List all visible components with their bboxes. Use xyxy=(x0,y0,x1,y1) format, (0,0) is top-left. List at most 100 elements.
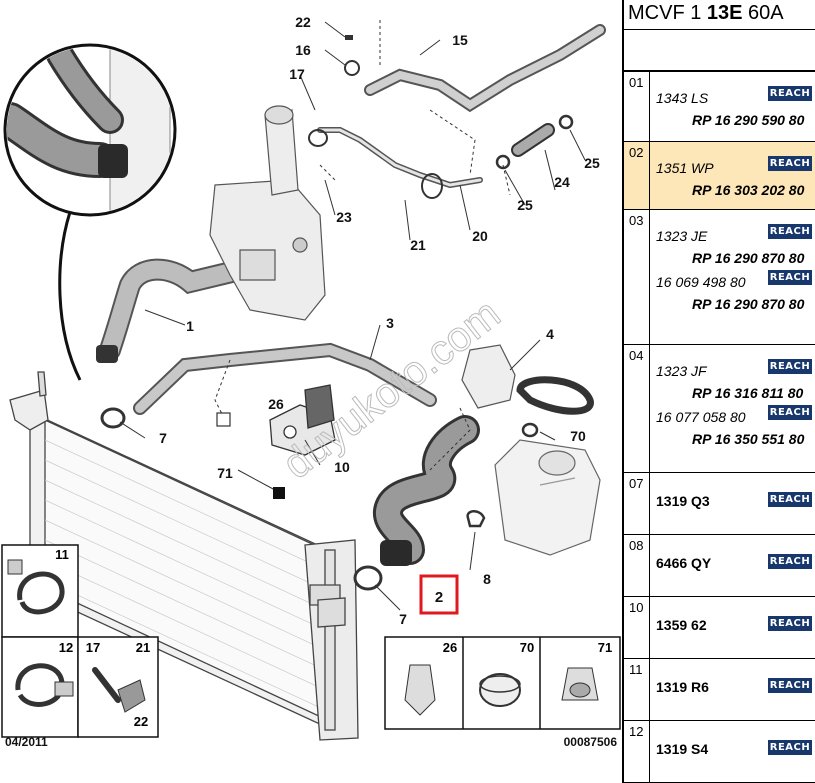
part-entry: 1319 Q3 xyxy=(656,493,815,509)
svg-text:71: 71 xyxy=(598,640,612,655)
housing-4 xyxy=(461,344,594,415)
reach-badge[interactable]: REACH xyxy=(768,224,812,239)
callout-3[interactable]: 3 xyxy=(386,315,394,331)
part-code: 1359 62 xyxy=(656,617,707,633)
part-code: 16 077 058 80 xyxy=(656,409,746,425)
reach-badge[interactable]: REACH xyxy=(768,554,812,569)
drawing-number: 00087506 xyxy=(564,735,618,749)
clip-7 xyxy=(100,407,383,591)
part-row-number: 08 xyxy=(624,535,650,596)
part-entry: 16 077 058 80 xyxy=(656,409,815,425)
part-reference[interactable]: RP 16 290 870 80 xyxy=(692,250,805,266)
callout-71[interactable]: 71 xyxy=(217,465,233,481)
hose-2 xyxy=(373,415,480,566)
hose-3 xyxy=(133,342,437,415)
hose-1 xyxy=(96,258,251,363)
part-row-number: 07 xyxy=(624,473,650,534)
part-row-07[interactable]: 07 1319 Q3 REACH xyxy=(624,473,815,535)
svg-text:26: 26 xyxy=(443,640,457,655)
part-row-04[interactable]: 04 1323 JF REACH RP 16 316 811 80 16 077 058… xyxy=(624,345,815,473)
callout-24[interactable]: 24 xyxy=(554,174,570,190)
part-row-02[interactable]: 02 1351 WP REACH RP 16 303 202 80 xyxy=(624,142,815,210)
callout-1[interactable]: 1 xyxy=(186,318,194,334)
part-reference[interactable]: RP 16 350 551 80 xyxy=(692,431,805,447)
engine-block xyxy=(209,105,326,321)
part-row-11[interactable]: 11 1319 R6 REACH xyxy=(624,659,815,721)
callout-22[interactable]: 22 xyxy=(295,14,311,30)
part-row-12[interactable]: 12 1319 S4 REACH xyxy=(624,721,815,783)
part-row-number: 03 xyxy=(624,210,650,344)
callout-7b[interactable]: 7 xyxy=(399,611,407,627)
callout-25b[interactable]: 25 xyxy=(517,197,533,213)
reach-badge[interactable]: REACH xyxy=(768,405,812,420)
clip-70 xyxy=(521,422,539,438)
svg-text:11: 11 xyxy=(55,547,69,562)
reach-badge[interactable]: REACH xyxy=(768,678,812,693)
fastener-71-marker xyxy=(273,487,285,499)
svg-text:21: 21 xyxy=(136,640,150,655)
parts-diagram: 2 22 16 15 17 1 3 4 7 7 8 10 20 21 23 24… xyxy=(1,14,621,749)
callout-20[interactable]: 20 xyxy=(472,228,488,244)
highlight-box[interactable] xyxy=(419,574,459,615)
callout-10[interactable]: 10 xyxy=(334,459,350,475)
part-reference[interactable]: RP 16 290 870 80 xyxy=(692,296,805,312)
callout-23[interactable]: 23 xyxy=(336,209,352,225)
part-code: 1319 S4 xyxy=(656,741,709,757)
part-reference[interactable]: RP 16 290 590 80 xyxy=(692,112,805,128)
pipe-20-inner xyxy=(318,128,482,187)
part-code: 1351 WP xyxy=(656,160,714,176)
callout-8[interactable]: 8 xyxy=(483,571,491,587)
callout-21[interactable]: 21 xyxy=(410,237,426,253)
callout-7a[interactable]: 7 xyxy=(159,430,167,446)
reach-badge[interactable]: REACH xyxy=(768,359,812,374)
expansion-tank xyxy=(494,439,601,556)
callout-26[interactable]: 26 xyxy=(268,396,284,412)
callout-16[interactable]: 16 xyxy=(295,42,311,58)
part-row-10[interactable]: 10 1359 62 REACH xyxy=(624,597,815,659)
callout-15[interactable]: 15 xyxy=(452,32,468,48)
part-code: 1319 R6 xyxy=(656,679,709,695)
reach-badge[interactable]: REACH xyxy=(768,492,812,507)
reach-badge[interactable]: REACH xyxy=(768,740,812,755)
radiator xyxy=(9,371,359,741)
part-entry: 1351 WP xyxy=(656,160,815,176)
callout-70[interactable]: 70 xyxy=(570,428,586,444)
reach-badge[interactable]: REACH xyxy=(768,616,812,631)
reach-badge[interactable]: REACH xyxy=(768,156,812,171)
hose-24 xyxy=(511,123,555,157)
part-reference[interactable]: RP 16 303 202 80 xyxy=(692,182,805,198)
magnified-inset xyxy=(3,43,177,217)
part-entry: 1323 JF xyxy=(656,363,815,379)
pipe-20 xyxy=(317,127,483,189)
callout-4[interactable]: 4 xyxy=(546,326,554,342)
pipe-15 xyxy=(364,24,606,113)
part-entry: 1343 LS xyxy=(656,90,815,106)
inset-box-17-21-22: 17 21 22 xyxy=(77,636,159,738)
svg-text:22: 22 xyxy=(134,714,148,729)
leader-lines xyxy=(214,20,511,471)
part-entry: 1323 JE xyxy=(656,228,815,244)
fastener-26-marker xyxy=(216,412,231,427)
clip-8 xyxy=(466,510,486,528)
part-code: 16 069 498 80 xyxy=(656,274,746,290)
part-reference[interactable]: RP 16 316 811 80 xyxy=(692,385,804,401)
part-code: 1319 Q3 xyxy=(656,493,710,509)
part-row-number: 04 xyxy=(624,345,650,472)
part-row-number: 02 xyxy=(624,142,650,209)
reach-badge[interactable]: REACH xyxy=(768,270,812,285)
part-row-number: 10 xyxy=(624,597,650,658)
reach-badge[interactable]: REACH xyxy=(768,86,812,101)
clip-25 xyxy=(495,114,574,170)
panel-title: MCVF 1 13E 60A xyxy=(624,0,815,30)
callout-25a[interactable]: 25 xyxy=(584,155,600,171)
part-row-number: 11 xyxy=(624,659,650,720)
part-row-number: 12 xyxy=(624,721,650,782)
part-code: 1323 JF xyxy=(656,363,707,379)
inset-box-11: 11 xyxy=(1,544,79,638)
part-entry: 1319 R6 xyxy=(656,679,815,695)
callout-17[interactable]: 17 xyxy=(289,66,305,82)
